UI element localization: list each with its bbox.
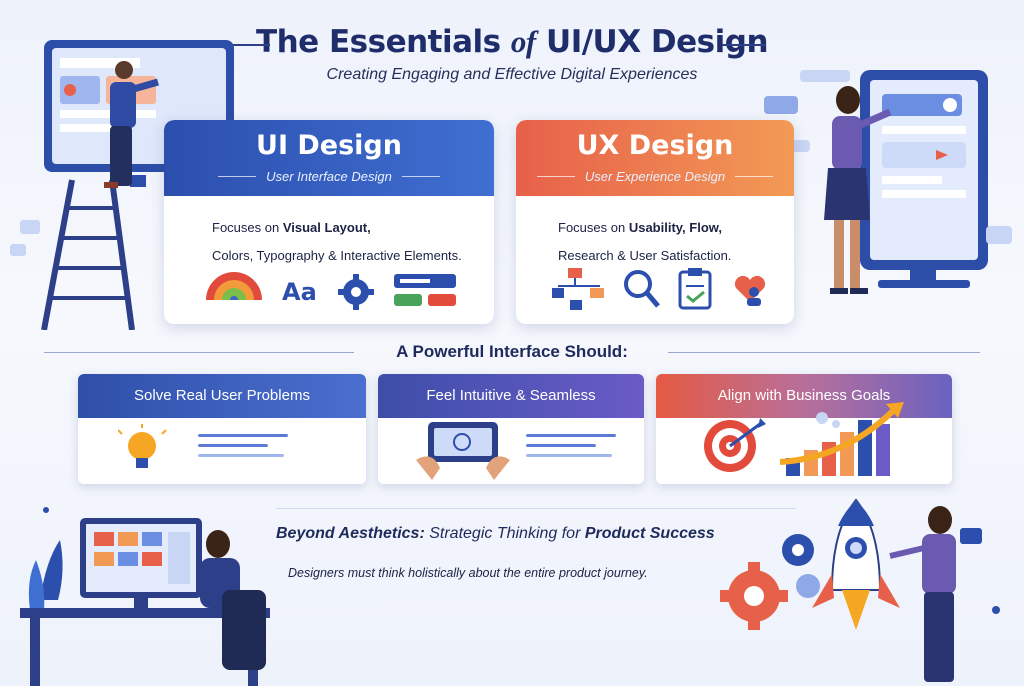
goal-card-solve-problems: Solve Real User Problems — [78, 374, 366, 484]
goal-card-intuitive: Feel Intuitive & Seamless — [378, 374, 644, 484]
clipboard-icon — [678, 268, 712, 310]
ux-design-card: UX Design User Experience Design Focuses… — [516, 120, 794, 324]
ux-card-line1: Focuses on Usability, Flow, — [558, 220, 723, 235]
ux-card-line2: Research & User Satisfaction. — [558, 248, 732, 263]
ui-design-card: UI Design User Interface Design Focuses … — [164, 120, 494, 324]
designer-at-desk-illustration — [20, 507, 270, 686]
target-and-growth-icons — [704, 402, 904, 476]
page-title-wrap: The Essentials of UI/UX Design — [0, 24, 1024, 60]
goal-card-title: Solve Real User Problems — [78, 374, 366, 418]
page-title: The Essentials of UI/UX Design — [0, 24, 1024, 60]
title-rule-right — [722, 44, 766, 46]
ux-card-title: UX Design — [576, 130, 734, 161]
rocket-icon — [812, 498, 900, 630]
color-swatch-icon — [206, 272, 262, 300]
ui-icons-row: Aa — [206, 272, 456, 310]
goal-card-business: Align with Business Goals — [656, 374, 952, 484]
magnifier-icon — [624, 270, 660, 308]
target-icon — [704, 418, 766, 472]
section-heading: A Powerful Interface Should: — [396, 342, 628, 361]
typography-icon: Aa — [282, 278, 317, 306]
ui-card-line2: Colors, Typography & Interactive Element… — [212, 248, 462, 263]
tablet-touch-icon — [416, 422, 616, 480]
title-part-1: The Essentials — [255, 24, 501, 60]
title-of: of — [510, 24, 536, 59]
footer-divider — [276, 508, 796, 509]
heart-user-icon — [734, 275, 766, 306]
section-rule-right — [668, 352, 980, 353]
ui-card-line1: Focuses on Visual Layout, — [212, 220, 371, 235]
gear-icon — [338, 274, 374, 310]
growth-chart-icon — [779, 402, 904, 476]
beyond-aesthetics-heading: Beyond Aesthetics: Strategic Thinking fo… — [276, 525, 715, 542]
title-rule-left — [226, 44, 270, 46]
gear-icon — [782, 534, 814, 566]
ux-icons-row — [552, 268, 766, 310]
rocket-gears-illustration — [720, 498, 1000, 682]
ux-card-header: UX Design User Experience Design — [516, 120, 794, 196]
gear-icon — [720, 562, 788, 630]
ui-card-title: UI Design — [256, 130, 402, 161]
ui-card-body: Focuses on Visual Layout, Colors, Typogr… — [164, 196, 494, 270]
goal-card-title: Feel Intuitive & Seamless — [378, 374, 644, 418]
ux-card-subtitle: User Experience Design — [584, 169, 726, 184]
ui-card-header: UI Design User Interface Design — [164, 120, 494, 196]
title-part-2: UI/UX Design — [546, 24, 769, 60]
goal-card-title: Align with Business Goals — [656, 374, 952, 418]
page-subtitle: Creating Engaging and Effective Digital … — [326, 66, 698, 83]
ui-card-subtitle: User Interface Design — [266, 169, 392, 184]
lightbulb-icon — [118, 424, 288, 468]
button-ui-icon — [394, 274, 456, 306]
flowchart-icon — [552, 268, 604, 310]
ux-card-body: Focuses on Usability, Flow, Research & U… — [516, 196, 794, 270]
section-rule-left — [44, 352, 354, 353]
journey-note: Designers must think holistically about … — [288, 566, 648, 580]
designer-at-tablet-illustration — [764, 70, 1012, 294]
